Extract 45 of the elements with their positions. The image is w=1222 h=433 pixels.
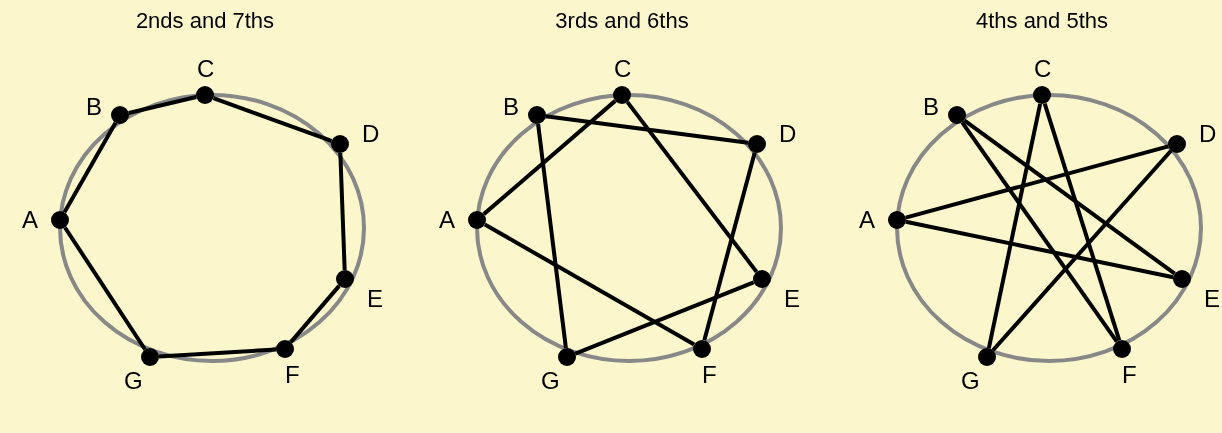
- connector-line: [62, 121, 118, 214]
- connector-line: [483, 222, 696, 347]
- note-label: G: [541, 369, 560, 393]
- note-label: A: [439, 208, 455, 232]
- panel-heading: 2nds and 7ths: [134, 8, 276, 34]
- note-label: F: [285, 363, 300, 387]
- note-label: B: [503, 95, 519, 119]
- connector-line: [702, 152, 757, 341]
- connector-line: [991, 149, 1173, 352]
- connector-line: [338, 152, 347, 271]
- connector-line: [905, 219, 1174, 280]
- note-label: A: [22, 208, 38, 232]
- connector-line: [536, 123, 568, 349]
- note-label: C: [197, 57, 215, 81]
- note-label: B: [86, 95, 102, 119]
- note-label: E: [784, 287, 800, 311]
- note-label: F: [1122, 363, 1137, 387]
- connector-line: [128, 95, 197, 115]
- connector-line: [963, 118, 1176, 276]
- note-label: E: [1204, 287, 1220, 311]
- panel-heading: 3rds and 6ths: [554, 8, 690, 34]
- connector-line: [905, 144, 1169, 220]
- connector-line: [158, 347, 277, 359]
- note-label: D: [779, 122, 797, 146]
- connector-line: [289, 284, 341, 344]
- note-label: G: [124, 369, 143, 393]
- note-label: A: [859, 208, 875, 232]
- note-label: E: [367, 287, 383, 311]
- note-label: C: [1034, 57, 1052, 81]
- connector-line: [574, 280, 755, 356]
- connector-line: [625, 100, 759, 274]
- note-label: D: [1199, 122, 1217, 146]
- connector-line: [212, 96, 333, 143]
- note-label: B: [923, 95, 939, 119]
- note-label: C: [614, 57, 632, 81]
- connector-line: [1042, 102, 1122, 342]
- connector-line: [63, 226, 147, 351]
- connector-line: [986, 103, 1043, 349]
- note-label: D: [362, 122, 380, 146]
- connector-line: [545, 114, 749, 145]
- note-label: F: [702, 363, 717, 387]
- note-label: G: [961, 369, 980, 393]
- connector-line: [482, 99, 617, 216]
- connector-line: [960, 121, 1119, 343]
- panel-heading: 4ths and 5ths: [974, 8, 1110, 34]
